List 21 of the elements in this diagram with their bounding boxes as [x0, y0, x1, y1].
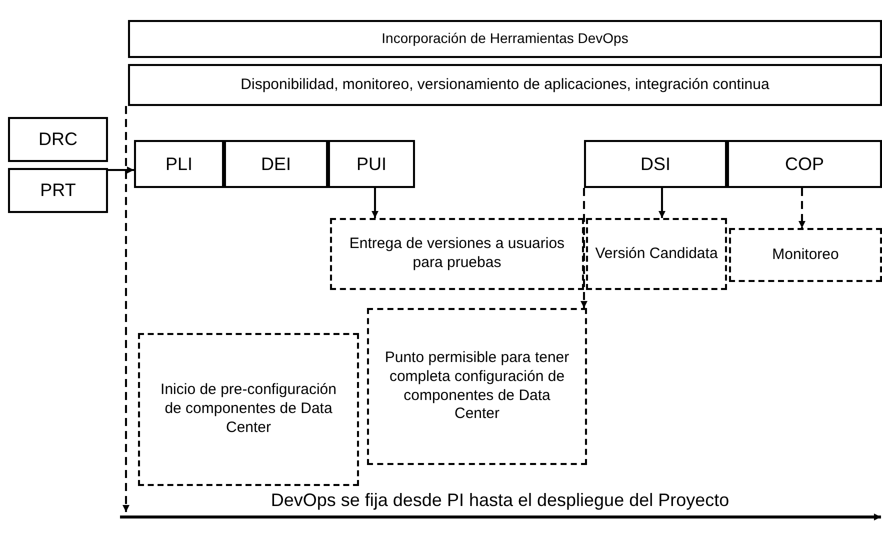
role-box: DRC — [8, 117, 108, 162]
arrow — [580, 188, 588, 308]
arrow — [122, 106, 130, 512]
phase-box: PLI — [134, 140, 224, 188]
milestone-box: Inicio de pre-configuración de componentes de Data Center — [138, 333, 359, 486]
phase-box: DSI — [584, 140, 727, 188]
milestone-box: Entrega de versiones a usuarios para pruebas — [330, 218, 584, 290]
milestone-box: Versión Candidata — [586, 218, 727, 290]
role-box: PRT — [8, 168, 108, 213]
timeline-caption: DevOps se fija desde PI hasta el despliegue del Proyecto — [270, 488, 730, 512]
phase-box: COP — [727, 140, 882, 188]
arrow — [798, 188, 806, 228]
phase-box: PUI — [328, 140, 415, 188]
milestone-box: Punto permisible para tener completa configuración de componentes de Data Center — [367, 308, 587, 465]
title-bar: Incorporación de Herramientas DevOps — [128, 20, 882, 58]
phase-box: DEI — [224, 140, 328, 188]
milestone-box: Monitoreo — [729, 228, 882, 282]
arrow — [372, 188, 378, 218]
arrow — [658, 188, 666, 218]
scope-bar: Disponibilidad, monitoreo, versionamiento de aplicaciones, integración continua — [128, 64, 882, 106]
arrow — [108, 166, 134, 174]
